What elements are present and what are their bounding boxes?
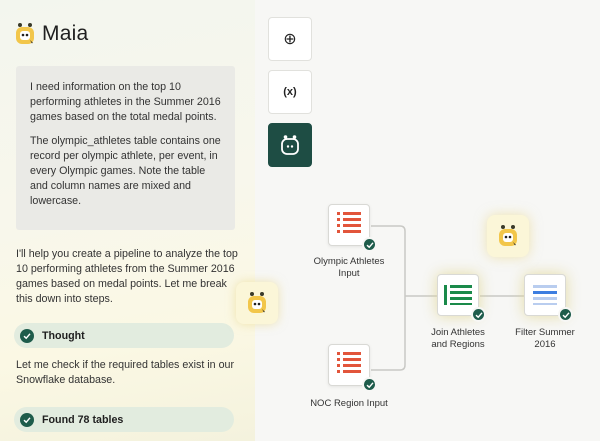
node-label: Olympic Athletes Input <box>313 256 385 279</box>
variable-icon: (x) <box>283 86 297 98</box>
add-component-button[interactable]: ⊕ <box>268 17 312 61</box>
thought-label: Thought <box>42 329 85 342</box>
assistant-message: I'll help you create a pipeline to analy… <box>16 248 238 305</box>
filter-icon <box>533 285 557 305</box>
assistant-message: Let me check if the required tables exis… <box>16 359 235 386</box>
table-input-icon <box>337 212 361 233</box>
node-label: NOC Region Input <box>310 398 388 409</box>
user-message-paragraph: The olympic_athletes table contains one … <box>30 135 221 207</box>
maia-icon <box>499 225 517 246</box>
user-message: I need information on the top 10 perform… <box>16 66 235 230</box>
app-name: Maia <box>42 22 89 45</box>
maia-assistant-button[interactable] <box>268 123 312 167</box>
table-input-icon <box>337 352 361 373</box>
node-noc-region-input[interactable] <box>328 344 370 386</box>
thought-pill[interactable]: Thought <box>14 323 234 348</box>
success-check-icon <box>362 237 377 252</box>
node-join-athletes-regions[interactable] <box>437 274 479 316</box>
maia-icon <box>248 292 266 313</box>
maia-canvas-avatar <box>487 215 529 257</box>
success-check-icon <box>362 377 377 392</box>
user-message-paragraph: I need information on the top 10 perform… <box>30 81 221 123</box>
maia-logo-icon <box>14 22 36 46</box>
join-icon <box>444 285 472 305</box>
success-check-icon <box>558 307 573 322</box>
found-tables-pill[interactable]: Found 78 tables <box>14 407 234 432</box>
add-icon: ⊕ <box>283 31 297 48</box>
check-icon <box>20 328 34 343</box>
node-filter-summer-2016[interactable] <box>524 274 566 316</box>
node-olympic-athletes-input[interactable] <box>328 204 370 246</box>
variables-button[interactable]: (x) <box>268 70 312 114</box>
app-logo: Maia <box>14 22 88 46</box>
maia-icon <box>281 135 299 155</box>
success-check-icon <box>471 307 486 322</box>
node-label: Filter Summer 2016 <box>515 327 575 350</box>
maia-avatar <box>236 282 278 324</box>
found-tables-label: Found 78 tables <box>42 413 124 426</box>
chat-panel: Maia I need information on the top 10 pe… <box>0 0 255 441</box>
check-icon <box>20 412 34 427</box>
node-label: Join Athletes and Regions <box>431 327 485 350</box>
